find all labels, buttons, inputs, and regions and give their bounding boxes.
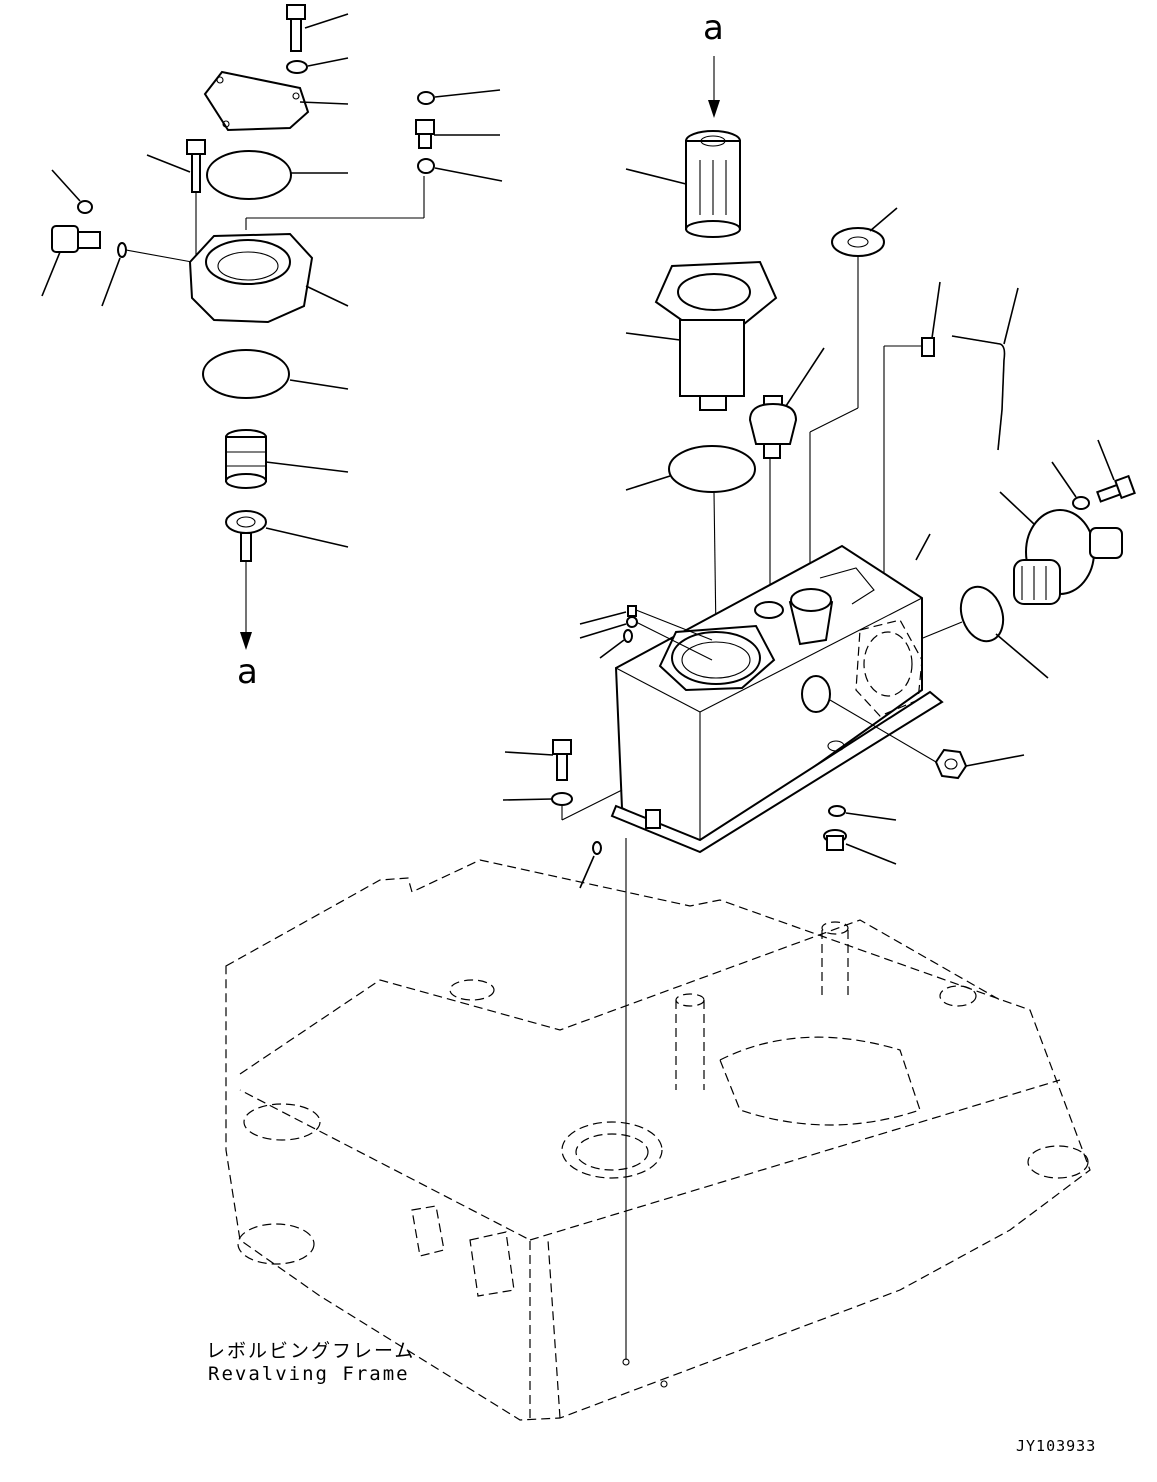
plug-tank-right	[823, 829, 897, 865]
view-arrow-top	[708, 56, 720, 118]
filter-case	[625, 260, 778, 411]
washer-tank-left	[502, 789, 623, 821]
drawing-code: JY103933	[1016, 1437, 1097, 1455]
washer-right	[1051, 461, 1090, 510]
revolving-frame	[225, 859, 1091, 1421]
clip	[883, 281, 941, 595]
small-oring-left	[51, 169, 93, 214]
top-washer	[286, 57, 349, 74]
filter-element	[625, 130, 741, 238]
gasket-right	[917, 585, 1049, 679]
oring-upper	[206, 150, 348, 200]
suction-strainer	[999, 491, 1123, 605]
top-bolt	[286, 4, 349, 52]
oring-top-center	[417, 89, 501, 105]
hydraulic-tank	[610, 533, 944, 854]
oring-tank-bottom-left	[579, 841, 602, 889]
filter-housing	[188, 176, 425, 324]
small-parts-tank-left	[579, 605, 713, 661]
nut-right	[829, 699, 1025, 780]
filter-oring	[625, 445, 756, 636]
frame-label-english: Revalving Frame	[208, 1363, 410, 1385]
bolt-right	[1096, 439, 1136, 503]
bolt-tank-left	[504, 739, 572, 781]
frame-label-japanese: レボルビングフレーム	[206, 1340, 416, 1362]
connector-fitting	[415, 119, 500, 149]
oring-lower	[202, 349, 349, 399]
cover-plate	[203, 70, 349, 132]
elbow-fitting	[41, 225, 101, 297]
cap	[809, 207, 898, 580]
side-bolt	[146, 139, 206, 262]
strainer	[225, 429, 349, 489]
hose	[951, 287, 1019, 451]
drain-plug-assembly	[225, 510, 349, 650]
small-oring-mid	[101, 242, 193, 307]
sensor	[748, 347, 825, 598]
oring-below-connector	[417, 158, 503, 182]
view-label-bottom: a	[237, 652, 258, 692]
view-label-top: a	[703, 8, 724, 48]
oring-tank-right	[828, 805, 897, 821]
